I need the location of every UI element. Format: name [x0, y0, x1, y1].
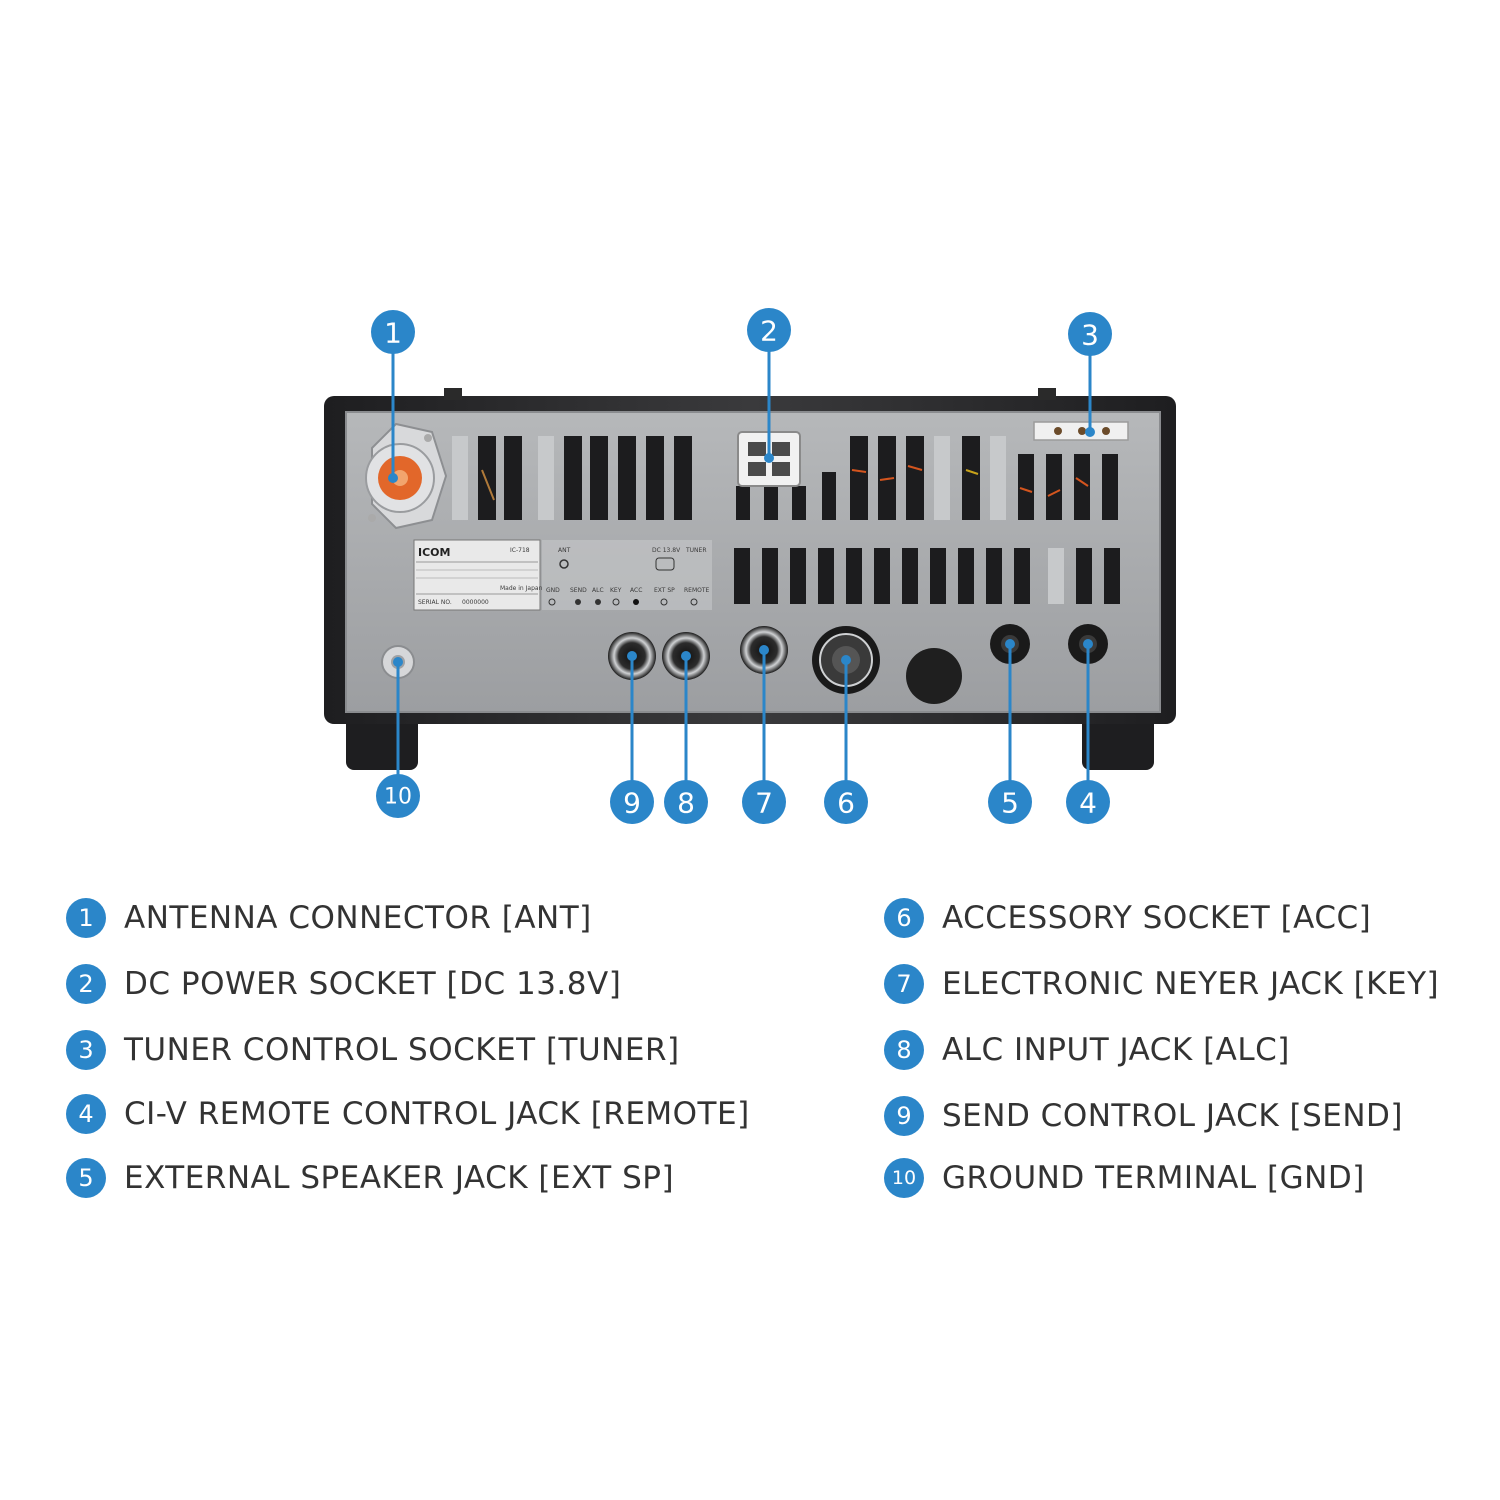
callout-2: 2 — [747, 308, 791, 352]
callout-leader-lines — [391, 350, 1092, 782]
model-text: IC-718 — [510, 547, 530, 554]
callout-1: 1 — [371, 310, 415, 354]
marking-ant: ANT — [558, 547, 571, 554]
svg-text:9: 9 — [623, 787, 641, 820]
svg-text:4: 4 — [1079, 787, 1097, 820]
legend-label: ACCESSORY SOCKET [ACC] — [942, 900, 1372, 936]
legend-item-8: 8 ALC INPUT JACK [ALC] — [884, 1028, 1290, 1072]
legend-label: ELECTRONIC NEYER JACK [KEY] — [942, 966, 1440, 1002]
callout-10: 10 — [376, 774, 420, 818]
marking-key: KEY — [610, 587, 622, 594]
device-feet — [346, 712, 1154, 770]
callout-4: 4 — [1066, 780, 1110, 824]
legend-label: ANTENNA CONNECTOR [ANT] — [124, 900, 592, 936]
svg-text:6: 6 — [837, 787, 855, 820]
legend-item-1: 1 ANTENNA CONNECTOR [ANT] — [66, 896, 592, 940]
callout-leader-dots — [388, 427, 1095, 667]
legend-badge: 2 — [66, 964, 106, 1004]
brand-text: ICOM — [418, 546, 450, 559]
legend-badge: 7 — [884, 964, 924, 1004]
legend-label: CI-V REMOTE CONTROL JACK [REMOTE] — [124, 1096, 750, 1132]
legend-item-10: 10 GROUND TERMINAL [GND] — [884, 1156, 1365, 1200]
svg-text:1: 1 — [384, 317, 402, 350]
marking-dc: DC 13.8V — [652, 547, 681, 554]
legend-label: ALC INPUT JACK [ALC] — [942, 1032, 1290, 1068]
panel-markings: ANT DC 13.8V TUNER GND SEND ALC KEY ACC … — [542, 540, 712, 610]
svg-text:7: 7 — [755, 787, 773, 820]
svg-text:3: 3 — [1081, 319, 1099, 352]
legend-badge: 6 — [884, 898, 924, 938]
callout-6: 6 — [824, 780, 868, 824]
callout-5: 5 — [988, 780, 1032, 824]
legend-label: SEND CONTROL JACK [SEND] — [942, 1098, 1404, 1134]
callout-8: 8 — [664, 780, 708, 824]
legend-label: DC POWER SOCKET [DC 13.8V] — [124, 966, 622, 1002]
callout-9: 9 — [610, 780, 654, 824]
marking-alc: ALC — [592, 587, 604, 594]
serial-value-text: 0000000 — [462, 599, 489, 606]
legend-label: TUNER CONTROL SOCKET [TUNER] — [124, 1032, 680, 1068]
internal-wires — [481, 465, 1089, 501]
legend-badge: 4 — [66, 1094, 106, 1134]
legend-badge: 5 — [66, 1158, 106, 1198]
marking-ext-sp: EXT SP — [654, 587, 675, 594]
svg-text:5: 5 — [1001, 787, 1019, 820]
legend-label: EXTERNAL SPEAKER JACK [EXT SP] — [124, 1160, 675, 1196]
legend-badge: 9 — [884, 1096, 924, 1136]
svg-text:2: 2 — [760, 315, 778, 348]
callout-7: 7 — [742, 780, 786, 824]
legend-label: GROUND TERMINAL [GND] — [942, 1160, 1365, 1196]
legend-item-6: 6 ACCESSORY SOCKET [ACC] — [884, 896, 1371, 940]
marking-send: SEND — [570, 587, 587, 594]
legend-item-2: 2 DC POWER SOCKET [DC 13.8V] — [66, 962, 621, 1006]
marking-tuner: TUNER — [685, 547, 707, 554]
svg-text:10: 10 — [384, 785, 412, 810]
legend-badge: 8 — [884, 1030, 924, 1070]
antenna-connector — [365, 422, 448, 530]
serial-label-plate: ICOM IC-718 Made in Japan SERIAL NO. 000… — [413, 539, 543, 611]
vent-slots — [478, 436, 1120, 604]
blank-plug — [906, 648, 962, 704]
made-in-text: Made in Japan — [500, 585, 543, 592]
tuner-control-socket — [1033, 421, 1129, 441]
legend-item-9: 9 SEND CONTROL JACK [SEND] — [884, 1094, 1403, 1138]
legend-badge: 10 — [884, 1158, 924, 1198]
marking-remote: REMOTE — [684, 587, 710, 594]
callout-3: 3 — [1068, 312, 1112, 356]
legend-item-4: 4 CI-V REMOTE CONTROL JACK [REMOTE] — [66, 1092, 750, 1136]
legend-item-3: 3 TUNER CONTROL SOCKET [TUNER] — [66, 1028, 680, 1072]
svg-text:8: 8 — [677, 787, 695, 820]
legend-badge: 1 — [66, 898, 106, 938]
vent-slot-outlines — [452, 436, 1064, 604]
marking-acc: ACC — [630, 587, 642, 594]
marking-gnd: GND — [546, 587, 560, 594]
legend-badge: 3 — [66, 1030, 106, 1070]
legend-item-5: 5 EXTERNAL SPEAKER JACK [EXT SP] — [66, 1156, 674, 1200]
serial-label-text: SERIAL NO. — [418, 599, 452, 606]
legend-item-7: 7 ELECTRONIC NEYER JACK [KEY] — [884, 962, 1439, 1006]
